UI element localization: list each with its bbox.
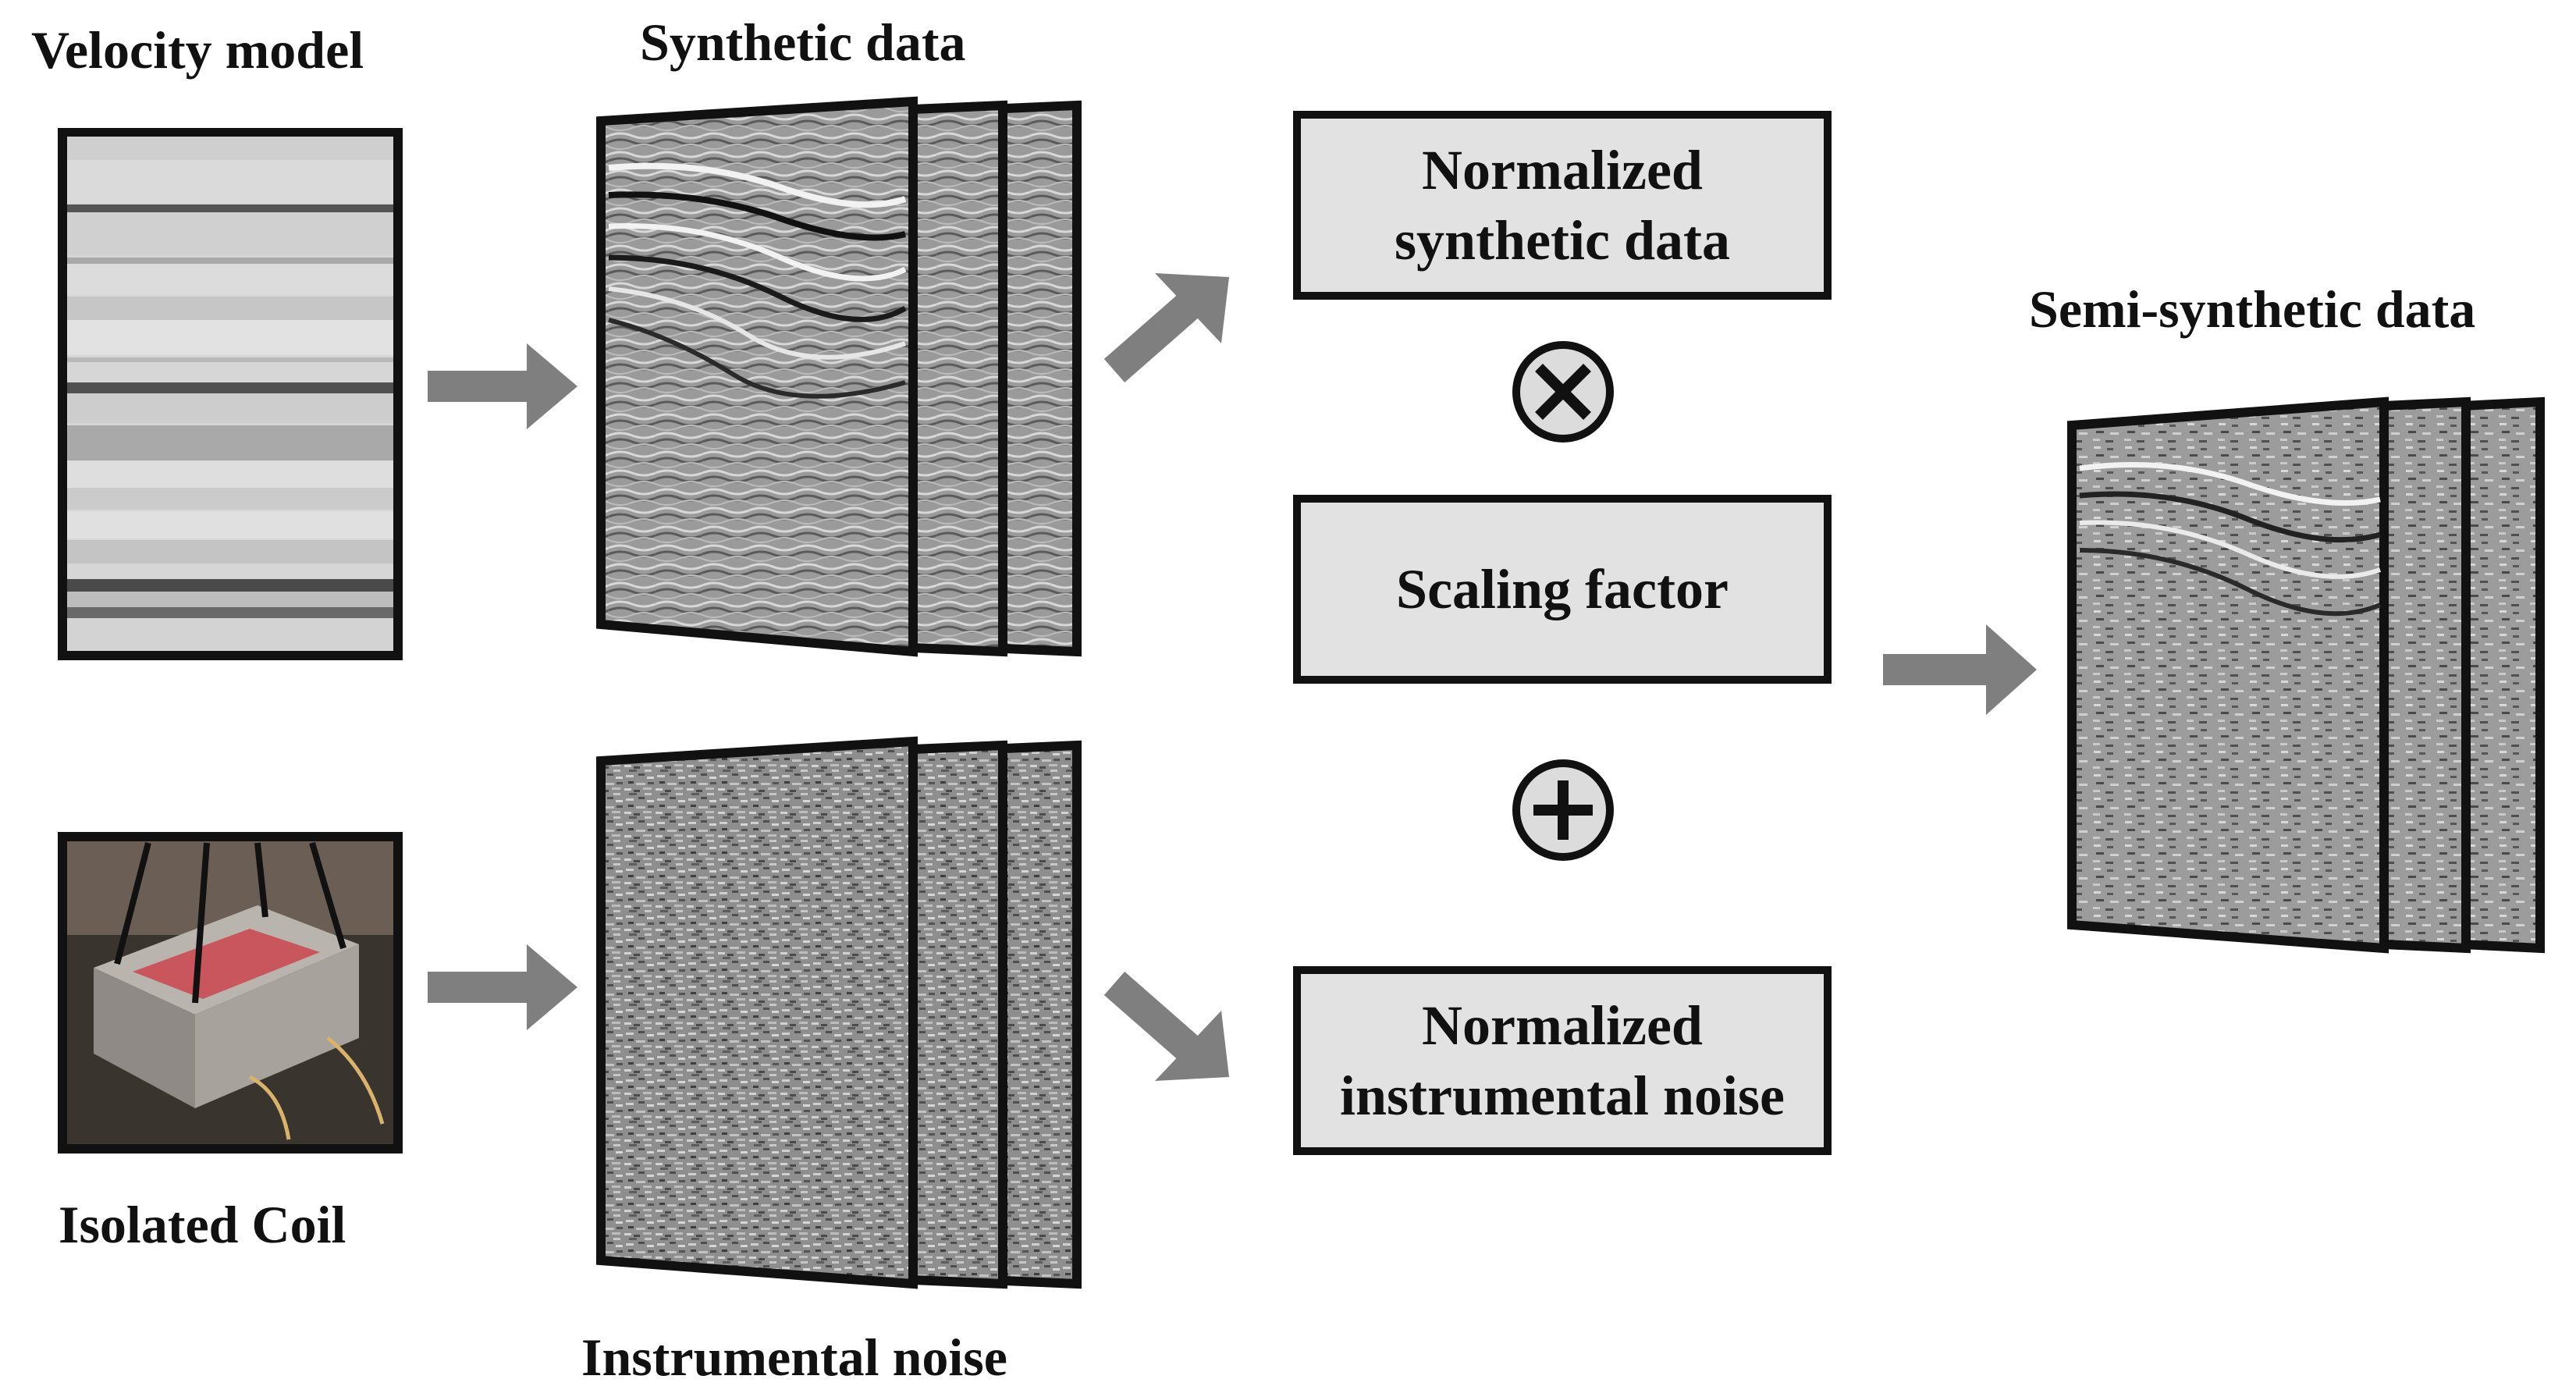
semi-synthetic-data-stack: [2067, 396, 2545, 954]
instrumental-noise-label: Instrumental noise: [581, 1328, 1007, 1387]
normalized-synthetic-line-1: Normalized: [1422, 139, 1703, 201]
velocity-layers: [67, 137, 393, 651]
scaling-factor-box: Scaling factor: [1293, 495, 1832, 684]
semi-synthetic-data-label: Semi-synthetic data: [2029, 279, 2476, 339]
add-operator-icon: [1512, 759, 1614, 861]
normalized-synthetic-data-box: Normalized synthetic data: [1293, 111, 1832, 300]
arrow-synthetic-to-normalized: [1103, 273, 1229, 383]
arrow-to-semi-synthetic: [1883, 624, 2037, 715]
velocity-model-panel: [58, 128, 403, 660]
synthetic-data-stack: [596, 96, 1082, 657]
normalized-synthetic-line-2: synthetic data: [1395, 209, 1730, 272]
instrumental-noise-stack: [596, 736, 1082, 1289]
arrow-velocity-to-synthetic: [428, 343, 577, 429]
scaling-factor-label: Scaling factor: [1396, 558, 1729, 620]
normalized-noise-line-1: Normalized: [1422, 994, 1703, 1057]
arrow-noise-to-normalized: [1103, 971, 1229, 1081]
multiply-operator-icon: [1512, 341, 1614, 443]
velocity-model-label: Velocity model: [31, 20, 364, 80]
synthetic-data-label: Synthetic data: [640, 12, 966, 72]
isolated-coil-label: Isolated Coil: [59, 1195, 346, 1254]
arrow-coil-to-noise: [428, 944, 577, 1030]
isolated-coil-photo: [58, 832, 403, 1154]
normalized-noise-line-2: instrumental noise: [1339, 1065, 1785, 1127]
normalized-instrumental-noise-box: Normalized instrumental noise: [1293, 966, 1832, 1155]
